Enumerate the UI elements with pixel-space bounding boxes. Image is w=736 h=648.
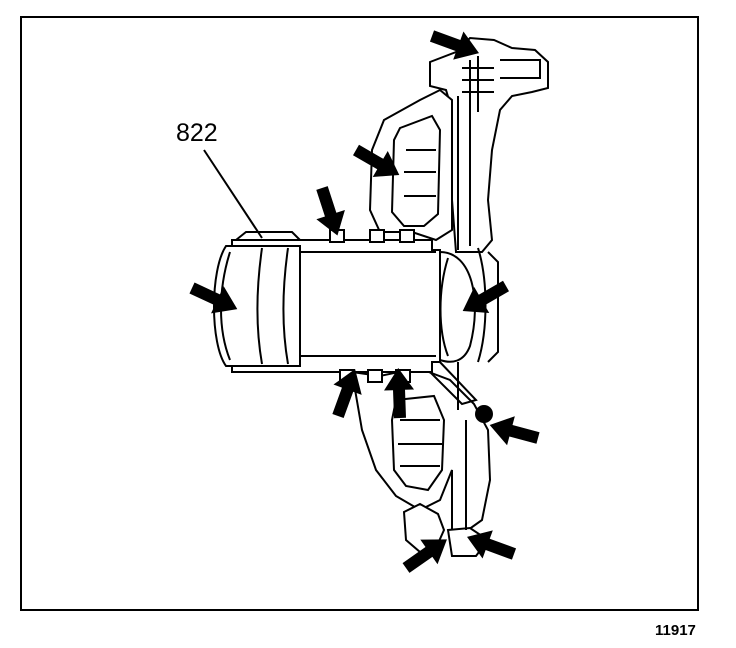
figure-border bbox=[20, 16, 699, 611]
upper-housing bbox=[368, 36, 549, 253]
fastener-dot bbox=[475, 405, 493, 423]
hub-ring bbox=[213, 229, 476, 383]
callout-leader-line bbox=[203, 149, 263, 239]
figure-number: 11917 bbox=[655, 622, 696, 639]
lower-housing bbox=[350, 366, 492, 557]
web-plate bbox=[419, 96, 499, 410]
arrow-lower-right bbox=[485, 410, 542, 453]
part-number-label: 822 bbox=[176, 119, 218, 147]
